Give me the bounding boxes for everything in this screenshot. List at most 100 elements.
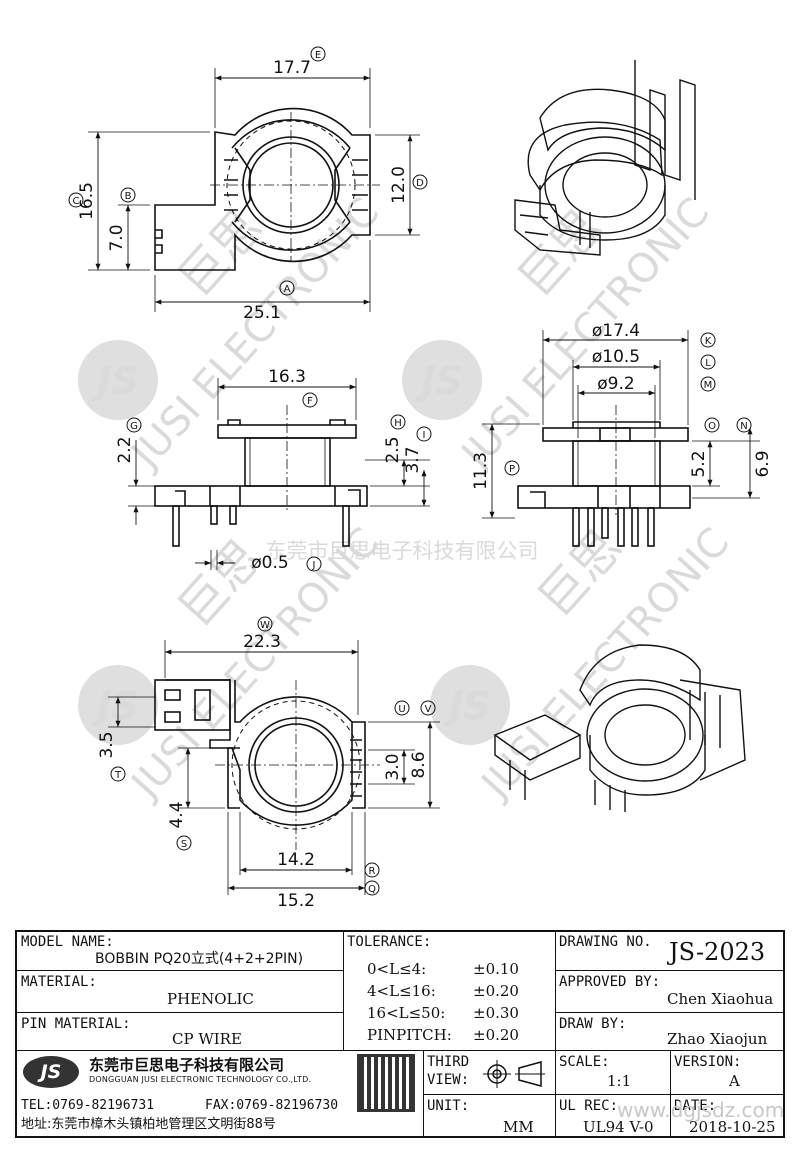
marker-M: M bbox=[700, 376, 716, 392]
draw-by-label: DRAW BY: bbox=[559, 1016, 627, 1032]
pin-material-value: CP WIRE bbox=[172, 1030, 242, 1048]
dim-12-0: 12.0 bbox=[389, 166, 409, 204]
pin-material-label: PIN MATERIAL: bbox=[21, 1016, 131, 1032]
marker-A: A bbox=[279, 280, 295, 296]
marker-F: F bbox=[302, 392, 318, 408]
tolerance-range-3: 16<L≤50: bbox=[367, 1004, 446, 1022]
svg-text:A: A bbox=[284, 284, 291, 295]
marker-P: P bbox=[504, 460, 520, 476]
unit-label: UNIT: bbox=[427, 1098, 470, 1114]
marker-B: B bbox=[120, 187, 136, 203]
watermark-group: JS JS JS JS JUSI ELECTRONIC JUSI ELECTRO… bbox=[78, 189, 738, 809]
date-value: 2018-10-25 bbox=[689, 1118, 776, 1136]
date-label: DATE: bbox=[674, 1098, 717, 1114]
watermark-company: 东莞市巨思电子科技有限公司 bbox=[266, 539, 539, 563]
tolerance-value-2: ±0.20 bbox=[473, 982, 519, 1000]
marker-K: K bbox=[700, 332, 716, 348]
svg-text:P: P bbox=[509, 464, 515, 475]
draw-by-value: Zhao Xiaojun bbox=[667, 1030, 768, 1048]
isometric-view-top bbox=[514, 60, 696, 256]
marker-L: L bbox=[700, 354, 716, 370]
svg-text:JS: JS bbox=[90, 684, 139, 728]
divider bbox=[555, 932, 556, 1138]
svg-text:J: J bbox=[312, 560, 316, 571]
dim-14-2: 14.2 bbox=[277, 850, 315, 870]
svg-text:O: O bbox=[708, 421, 716, 432]
approved-by-label: APPROVED BY: bbox=[559, 974, 661, 990]
bottom-view bbox=[108, 640, 440, 895]
marker-W: W bbox=[257, 616, 273, 632]
svg-text:V: V bbox=[425, 704, 432, 715]
material-value: PHENOLIC bbox=[167, 990, 254, 1008]
svg-text:B: B bbox=[125, 191, 132, 202]
company-name-en: DONGGUAN JUSI ELECTRONIC TECHNOLOGY CO.,… bbox=[89, 1075, 312, 1084]
scale-value: 1:1 bbox=[607, 1072, 632, 1090]
version-label: VERSION: bbox=[674, 1054, 742, 1070]
dim-22-3: 22.3 bbox=[243, 632, 281, 652]
ul-rec-label: UL REC: bbox=[559, 1098, 619, 1114]
third-angle-projection-icon bbox=[483, 1060, 545, 1088]
tolerance-range-4: PINPITCH: bbox=[367, 1026, 452, 1044]
unit-value: MM bbox=[503, 1118, 534, 1136]
site-watermark: www.dgjsdz.com bbox=[617, 1098, 785, 1122]
tolerance-value-4: ±0.20 bbox=[473, 1026, 519, 1044]
marker-R: R bbox=[364, 862, 380, 878]
material-label: MATERIAL: bbox=[21, 974, 97, 990]
marker-H: H bbox=[390, 414, 406, 430]
company-tel: TEL:0769-82196731 bbox=[21, 1098, 155, 1113]
marker-E: E bbox=[310, 46, 326, 62]
dim-3-0: 3.0 bbox=[383, 753, 403, 780]
qr-code bbox=[357, 1054, 415, 1112]
svg-text:F: F bbox=[307, 396, 313, 407]
dim-17-7: 17.7 bbox=[273, 58, 311, 78]
model-name-label: MODEL NAME: bbox=[21, 934, 114, 950]
dim-3-7: 3.7 bbox=[403, 446, 423, 473]
dim-6-9: 6.9 bbox=[753, 450, 773, 477]
isometric-view-bottom bbox=[493, 644, 746, 812]
marker-V: V bbox=[420, 700, 436, 716]
svg-text:I: I bbox=[423, 430, 426, 441]
front-view bbox=[128, 378, 430, 570]
svg-text:R: R bbox=[369, 866, 376, 877]
tolerance-range-1: 0<L≤4: bbox=[367, 960, 427, 978]
drawing-no-value: JS-2023 bbox=[669, 938, 766, 966]
divider bbox=[343, 932, 344, 1050]
svg-text:N: N bbox=[740, 421, 747, 432]
svg-text:Q: Q bbox=[368, 884, 376, 895]
tolerance-value-3: ±0.30 bbox=[473, 1004, 519, 1022]
divider bbox=[423, 1094, 783, 1095]
top-view bbox=[88, 68, 420, 312]
tolerance-range-2: 4<L≤16: bbox=[367, 982, 436, 1000]
dim-0-5: ø0.5 bbox=[251, 553, 288, 573]
divider bbox=[555, 1012, 783, 1013]
svg-text:G: G bbox=[130, 421, 138, 432]
dim-7-0: 7.0 bbox=[107, 224, 127, 251]
marker-J: J bbox=[306, 556, 322, 572]
marker-N: N bbox=[736, 417, 752, 433]
svg-text:U: U bbox=[398, 704, 405, 715]
dim-4-4: 4.4 bbox=[167, 801, 187, 828]
svg-text:M: M bbox=[704, 380, 713, 391]
svg-text:JS: JS bbox=[442, 684, 491, 728]
svg-text:D: D bbox=[416, 178, 424, 189]
watermark-logo-2: JS bbox=[402, 340, 482, 420]
marker-G: G bbox=[126, 417, 142, 433]
marker-I: I bbox=[416, 426, 432, 442]
divider bbox=[17, 1050, 783, 1051]
marker-T: T bbox=[110, 766, 126, 782]
svg-text:E: E bbox=[315, 50, 321, 61]
scale-label: SCALE: bbox=[559, 1054, 610, 1070]
marker-O: O bbox=[704, 417, 720, 433]
svg-text:L: L bbox=[705, 358, 711, 369]
divider bbox=[17, 1012, 343, 1013]
dim-16-5: 16.5 bbox=[77, 182, 97, 220]
dim-2-5: 2.5 bbox=[383, 436, 403, 463]
company-logo: JS bbox=[23, 1056, 79, 1088]
svg-text:S: S bbox=[181, 839, 187, 850]
marker-C: C bbox=[68, 192, 84, 208]
svg-text:W: W bbox=[260, 620, 270, 631]
dim-2-2: 2.2 bbox=[115, 436, 135, 463]
third-view-label-2: VIEW: bbox=[427, 1072, 470, 1088]
company-fax: FAX:0769-82196730 bbox=[205, 1098, 339, 1113]
title-block: MODEL NAME: BOBBIN PQ20立式(4+2+2PIN) MATE… bbox=[15, 930, 785, 1138]
